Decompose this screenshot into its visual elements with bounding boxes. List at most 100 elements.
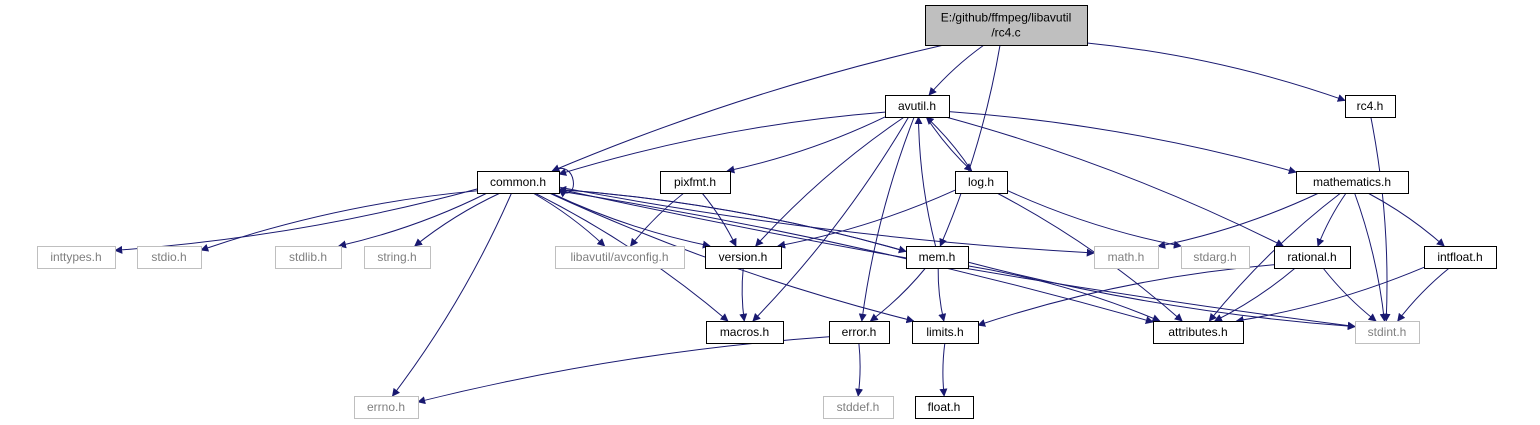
edge-rc4c-to-common <box>551 44 944 172</box>
node-box-limits <box>912 321 979 344</box>
node-label-mathematics: mathematics.h <box>1313 175 1391 189</box>
edge-mem-to-error <box>869 267 926 322</box>
node-mem[interactable]: mem.h <box>906 246 969 269</box>
node-label-macros: macros.h <box>720 325 769 339</box>
node-label-rational: rational.h <box>1287 250 1336 264</box>
edge-rc4c-to-mem <box>939 44 1001 247</box>
node-label-float: float.h <box>928 400 961 414</box>
node-label-stdarg: stdarg.h <box>1193 250 1236 264</box>
node-math[interactable]: math.h <box>1094 246 1159 269</box>
node-errno[interactable]: errno.h <box>354 396 419 419</box>
node-stdlib[interactable]: stdlib.h <box>275 246 342 269</box>
node-label-limits: limits.h <box>926 325 963 339</box>
node-box-attributes <box>1153 321 1244 344</box>
edge-common-to-avconfig <box>532 192 606 247</box>
node-box-rc4h <box>1345 95 1396 118</box>
edge-avutil-to-macros <box>752 116 910 322</box>
edge-avutil-to-common <box>558 111 886 176</box>
edge-log-to-avutil <box>925 116 973 172</box>
edge-common-to-attributes <box>558 190 1154 324</box>
node-label-stdlib: stdlib.h <box>289 250 327 264</box>
edge-log-to-stdarg <box>1006 189 1182 249</box>
node-label-stddef: stddef.h <box>837 400 880 414</box>
node-label-attributes: attributes.h <box>1168 325 1227 339</box>
node-common[interactable]: common.h <box>477 171 560 194</box>
node-error[interactable]: error.h <box>829 321 890 344</box>
edge-version-to-macros <box>739 267 748 322</box>
edge-common-to-inttypes <box>114 188 478 254</box>
node-attributes[interactable]: attributes.h <box>1153 321 1244 344</box>
edge-mem-to-common <box>558 185 907 252</box>
node-box-log <box>955 171 1008 194</box>
node-label-stdio: stdio.h <box>151 250 186 264</box>
edge-common-to-errno <box>391 192 513 397</box>
node-label-math: math.h <box>1108 250 1145 264</box>
node-box-rc4c <box>925 5 1088 46</box>
edge-avutil-to-log <box>925 116 973 172</box>
node-box-avutil <box>885 95 950 118</box>
edge-mathematics-to-attributes <box>1208 192 1342 322</box>
edge-mem-to-attributes <box>967 265 1161 322</box>
node-limits[interactable]: limits.h <box>912 321 979 344</box>
node-box-errno <box>354 396 419 419</box>
node-label-inttypes: inttypes.h <box>50 250 101 264</box>
node-label-rc4c: /rc4.c <box>991 26 1020 40</box>
edge-rc4h-to-stdint <box>1370 116 1391 322</box>
edge-mathematics-to-rational <box>1316 192 1347 247</box>
node-label-pixfmt: pixfmt.h <box>674 175 716 189</box>
node-stdarg[interactable]: stdarg.h <box>1181 246 1250 269</box>
edge-avutil-to-version <box>755 116 905 247</box>
node-label-mem: mem.h <box>919 250 956 264</box>
node-mathematics[interactable]: mathematics.h <box>1296 171 1409 194</box>
edge-mem-to-limits <box>937 267 947 322</box>
node-rc4c[interactable]: E:/github/ffmpeg/libavutil/rc4.c <box>925 5 1088 46</box>
edge-pixfmt-to-avconfig <box>630 192 685 247</box>
node-layer: E:/github/ffmpeg/libavutil/rc4.c avutil.h… <box>37 5 1497 419</box>
node-float[interactable]: float.h <box>915 396 974 419</box>
node-inttypes[interactable]: inttypes.h <box>37 246 116 269</box>
edge-common-to-version <box>550 192 711 249</box>
node-pixfmt[interactable]: pixfmt.h <box>660 171 731 194</box>
edge-rational-to-attributes <box>1214 267 1296 322</box>
edge-common-to-stdlib <box>338 192 488 249</box>
node-box-error <box>829 321 890 344</box>
node-stdint[interactable]: stdint.h <box>1355 321 1420 344</box>
node-label-common: common.h <box>490 175 546 189</box>
edge-intfloat-to-stdint <box>1397 267 1450 322</box>
node-rational[interactable]: rational.h <box>1274 246 1351 269</box>
edge-log-to-attributes <box>996 192 1183 322</box>
node-macros[interactable]: macros.h <box>706 321 784 344</box>
node-box-string <box>364 246 431 269</box>
node-box-rational <box>1274 246 1351 269</box>
node-version[interactable]: version.h <box>705 246 782 269</box>
node-label-intfloat: intfloat.h <box>1437 250 1482 264</box>
node-box-intfloat <box>1424 246 1497 269</box>
node-label-stdint: stdint.h <box>1368 325 1407 339</box>
edge-avutil-to-pixfmt <box>726 116 886 174</box>
edge-limits-to-float <box>939 342 948 397</box>
node-box-inttypes <box>37 246 116 269</box>
edge-rational-to-stdint <box>1322 267 1377 322</box>
node-string[interactable]: string.h <box>364 246 431 269</box>
node-label-avconfig: libavutil/avconfig.h <box>570 250 668 264</box>
node-label-rc4h: rc4.h <box>1357 99 1384 113</box>
node-rc4h[interactable]: rc4.h <box>1345 95 1396 118</box>
node-box-stdarg <box>1181 246 1250 269</box>
edge-mathematics-to-intfloat <box>1367 192 1445 247</box>
node-stdio[interactable]: stdio.h <box>137 246 202 269</box>
node-box-float <box>915 396 974 419</box>
node-label-log: log.h <box>968 175 994 189</box>
node-log[interactable]: log.h <box>955 171 1008 194</box>
edge-common-to-stdio <box>200 190 478 252</box>
node-label-string: string.h <box>377 250 416 264</box>
node-avconfig[interactable]: libavutil/avconfig.h <box>555 246 685 269</box>
edge-rc4c-to-rc4h <box>1086 42 1346 102</box>
node-intfloat[interactable]: intfloat.h <box>1424 246 1497 269</box>
edge-pixfmt-to-version <box>701 192 737 247</box>
node-box-version <box>705 246 782 269</box>
node-avutil[interactable]: avutil.h <box>885 95 950 118</box>
node-box-stdint <box>1355 321 1420 344</box>
node-stddef[interactable]: stddef.h <box>823 396 894 419</box>
edge-mathematics-to-math <box>1157 192 1320 249</box>
